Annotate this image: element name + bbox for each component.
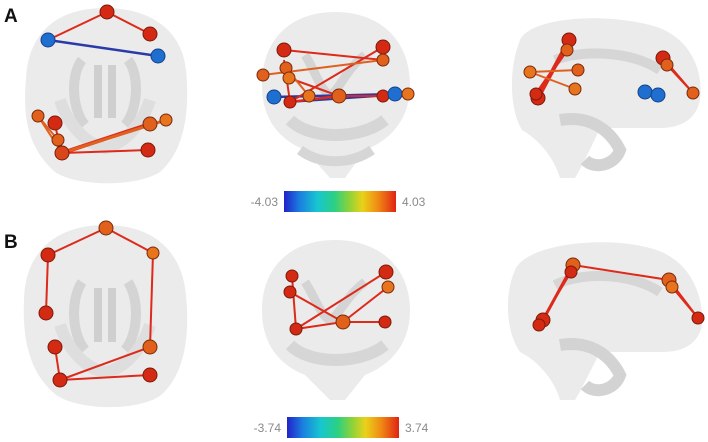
node-positive	[52, 372, 68, 388]
edge-positive	[45, 254, 49, 314]
edge-positive	[529, 69, 579, 73]
node-positive	[381, 280, 395, 294]
edge-positive	[295, 321, 344, 330]
node-positive	[276, 42, 292, 58]
node-positive	[401, 87, 415, 101]
edge-positive	[149, 252, 154, 348]
node-positive	[146, 246, 160, 260]
node-positive	[47, 339, 63, 355]
node-positive	[283, 285, 297, 299]
node-positive	[51, 133, 65, 147]
panel-a-label: A	[4, 6, 18, 27]
node-positive	[376, 53, 390, 67]
node-positive	[142, 367, 158, 383]
node-positive	[256, 68, 270, 82]
node-positive	[660, 58, 674, 72]
node-positive	[568, 82, 582, 96]
node-positive	[31, 109, 45, 123]
node-positive	[331, 88, 347, 104]
nodes-sagittal-b	[532, 257, 705, 332]
node-negative	[387, 86, 403, 102]
colorbar-b-gradient	[287, 417, 399, 438]
node-positive	[142, 116, 158, 132]
node-positive	[47, 115, 63, 131]
node-negative	[637, 84, 653, 100]
node-positive	[283, 95, 297, 109]
node-positive	[665, 280, 679, 294]
node-negative	[150, 48, 166, 64]
node-positive	[285, 269, 299, 283]
node-positive	[302, 89, 316, 103]
node-negative	[650, 87, 666, 103]
edge-positive	[106, 11, 151, 35]
panel-b: B	[4, 220, 705, 438]
node-positive	[564, 265, 578, 279]
edge-positive	[59, 374, 151, 381]
edge-positive	[105, 227, 154, 254]
node-positive	[289, 322, 303, 336]
edges-coronal-b	[289, 271, 389, 330]
node-negative	[266, 89, 282, 105]
edge-positive	[59, 346, 151, 381]
panel-a: A	[4, 4, 701, 212]
node-positive	[686, 86, 700, 100]
node-positive	[691, 311, 705, 325]
node-positive	[40, 247, 56, 263]
edge-positive	[342, 286, 389, 323]
node-positive	[378, 264, 394, 280]
edge-positive	[529, 71, 576, 90]
edge-positive	[47, 11, 108, 41]
edge-positive	[671, 286, 699, 319]
nodes-sagittal-a	[523, 32, 700, 106]
nodes-axial-a	[31, 4, 173, 161]
axial-brain-b	[23, 225, 188, 408]
edge-positive	[295, 271, 387, 330]
edges-sagittal-b	[538, 264, 699, 326]
nodes-axial-b	[38, 220, 160, 388]
node-positive	[529, 87, 543, 101]
node-positive	[142, 339, 158, 355]
node-positive	[98, 220, 114, 236]
node-positive	[335, 314, 351, 330]
colorbar-b-max-label: 3.74	[405, 421, 429, 435]
axial-brain-a	[25, 8, 188, 184]
colorbar-a-gradient	[284, 191, 396, 212]
colorbar-a-min-label: -4.03	[251, 195, 279, 209]
node-positive	[571, 63, 585, 77]
edge-positive	[283, 49, 384, 61]
node-positive	[282, 71, 296, 85]
node-positive	[375, 39, 391, 55]
colorbar-a: -4.03 4.03	[251, 191, 426, 212]
nodes-coronal-a	[256, 39, 415, 109]
edge-positive	[572, 264, 670, 281]
node-positive	[140, 142, 156, 158]
node-positive	[142, 26, 158, 42]
node-positive	[378, 315, 392, 329]
colorbar-b-min-label: -3.74	[254, 421, 282, 435]
nodes-coronal-b	[283, 264, 395, 336]
node-negative	[40, 32, 56, 48]
edge-positive	[61, 149, 149, 154]
node-positive	[38, 305, 54, 321]
edge-negative	[47, 38, 159, 58]
colorbar-a-max-label: 4.03	[402, 195, 426, 209]
node-positive	[532, 318, 546, 332]
edge-positive	[289, 291, 344, 323]
colorbar-b: -3.74 3.74	[254, 417, 429, 438]
panel-b-label: B	[4, 232, 18, 253]
edge-positive	[47, 227, 107, 256]
edge-positive	[291, 275, 297, 330]
node-positive	[159, 113, 173, 127]
node-positive	[54, 145, 70, 161]
node-positive	[560, 43, 574, 57]
node-positive	[376, 89, 390, 103]
node-positive	[99, 4, 115, 20]
node-positive	[523, 65, 537, 79]
